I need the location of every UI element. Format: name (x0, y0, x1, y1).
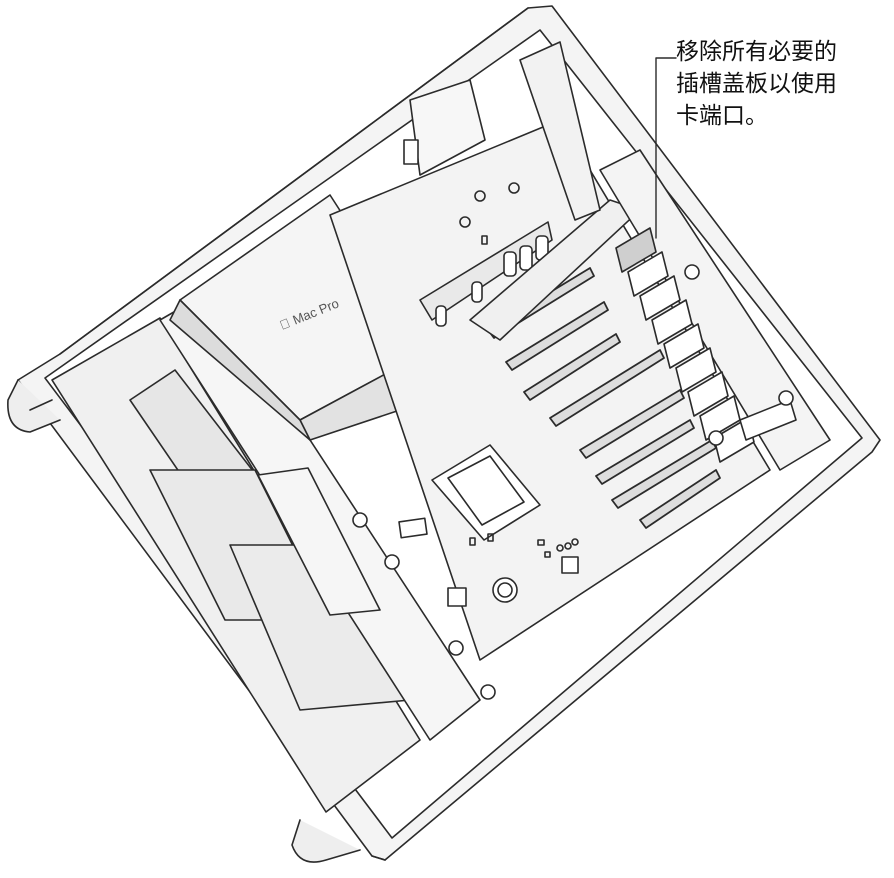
card-cage (469, 149, 831, 471)
rear-bracket (403, 41, 601, 221)
divider-panels (159, 289, 481, 741)
slot-covers (615, 227, 797, 463)
handle-left (7, 379, 61, 433)
processor-housing (169, 194, 431, 441)
fan-module (51, 317, 421, 813)
callout-leader-line (655, 57, 677, 239)
pcie-slots (487, 267, 721, 529)
logic-board (329, 119, 771, 661)
callout-line-3: 卡端口。 (676, 103, 768, 129)
callout-line-2: 插槽盖板以使用 (676, 71, 837, 97)
callout-line-1: 移除所有必要的 (676, 39, 837, 65)
handle-bottom (291, 819, 361, 863)
screws (352, 264, 794, 700)
callout-text: 移除所有必要的 插槽盖板以使用 卡端口。 (676, 36, 837, 132)
